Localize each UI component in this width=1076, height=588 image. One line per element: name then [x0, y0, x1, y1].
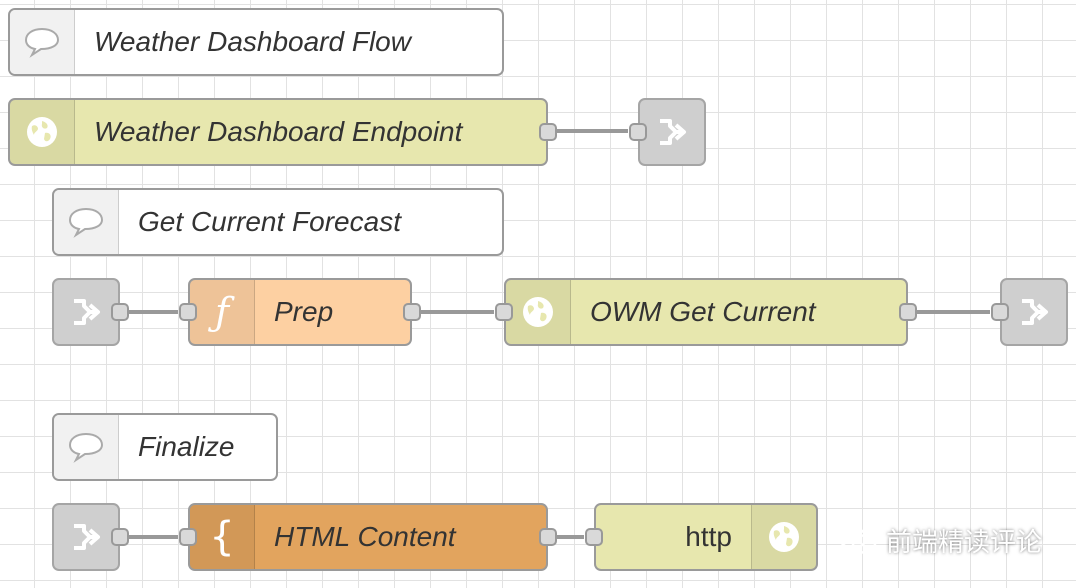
- link-icon: [74, 299, 100, 325]
- comment-node-finalize[interactable]: Finalize: [52, 413, 278, 481]
- watermark-text: 前端精读评论: [886, 528, 1043, 558]
- comment-icon: [54, 415, 119, 479]
- globe-icon: [10, 100, 75, 164]
- watermark: 前端精读评论: [838, 522, 1042, 559]
- node-label: http: [685, 521, 732, 552]
- comment-label: Weather Dashboard Flow: [94, 26, 411, 57]
- link-icon: [660, 119, 686, 145]
- template-node-html-content[interactable]: { HTML Content: [179, 503, 557, 571]
- output-port[interactable]: [899, 303, 917, 321]
- function-node-prep[interactable]: ƒ Prep: [179, 278, 421, 346]
- input-port[interactable]: [179, 303, 197, 321]
- input-port[interactable]: [629, 123, 647, 141]
- input-port[interactable]: [991, 303, 1009, 321]
- node-label: Prep: [274, 296, 334, 327]
- function-glyph: ƒ: [214, 290, 230, 334]
- template-glyph: {: [209, 514, 235, 560]
- input-port[interactable]: [495, 303, 513, 321]
- http-request-node-owm-get-current[interactable]: OWM Get Current: [495, 278, 917, 346]
- link-out-node[interactable]: [629, 98, 706, 166]
- output-port[interactable]: [111, 528, 129, 546]
- globe-icon: [751, 505, 816, 569]
- node-label: HTML Content: [274, 521, 456, 552]
- comment-label: Get Current Forecast: [138, 206, 401, 237]
- wechat-icon: [838, 526, 877, 554]
- comment-node-get-current-forecast[interactable]: Get Current Forecast: [52, 188, 504, 256]
- input-port[interactable]: [179, 528, 197, 546]
- output-port[interactable]: [539, 123, 557, 141]
- output-port[interactable]: [539, 528, 557, 546]
- template-icon: {: [190, 505, 255, 569]
- link-in-node[interactable]: [52, 278, 129, 346]
- output-port[interactable]: [403, 303, 421, 321]
- node-label: OWM Get Current: [590, 296, 816, 327]
- link-icon: [74, 524, 100, 550]
- node-label: Weather Dashboard Endpoint: [94, 116, 463, 147]
- comment-icon: [54, 190, 119, 254]
- comment-label: Finalize: [138, 431, 235, 462]
- output-port[interactable]: [111, 303, 129, 321]
- link-icon: [1022, 299, 1048, 325]
- comment-icon: [10, 10, 75, 74]
- globe-icon: [506, 280, 571, 344]
- link-in-node[interactable]: [52, 503, 129, 571]
- input-port[interactable]: [585, 528, 603, 546]
- http-response-node[interactable]: http: [585, 503, 818, 571]
- function-icon: ƒ: [190, 280, 255, 344]
- comment-node-weather-dashboard-flow[interactable]: Weather Dashboard Flow: [8, 8, 504, 76]
- http-in-node-weather-dashboard-endpoint[interactable]: Weather Dashboard Endpoint: [8, 98, 557, 166]
- link-out-node[interactable]: [991, 278, 1068, 346]
